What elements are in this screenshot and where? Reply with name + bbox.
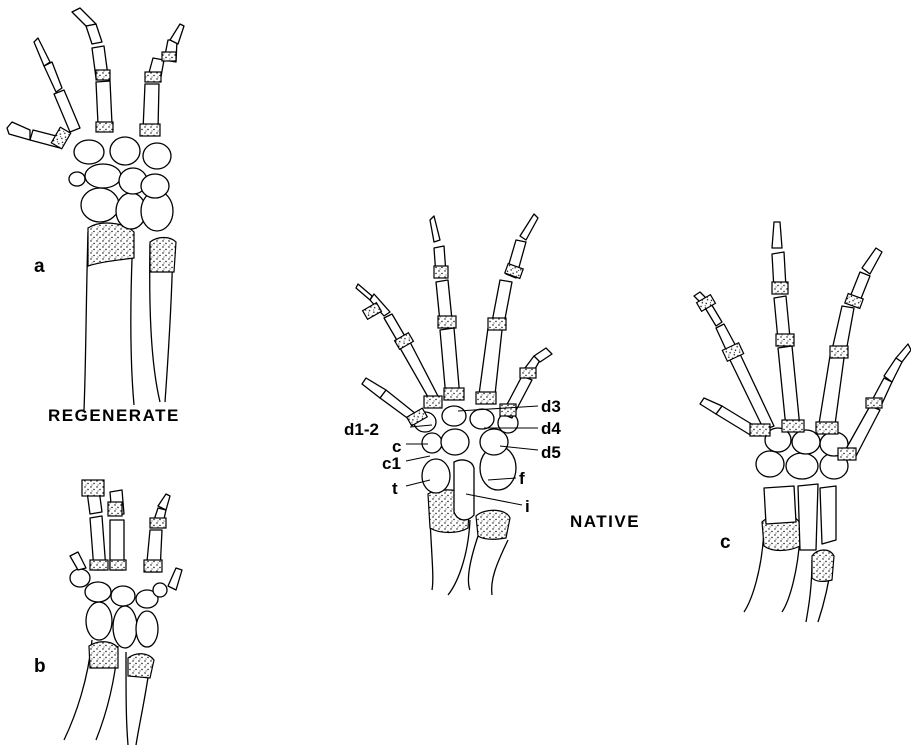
regenerate-label: REGENERATE <box>48 406 180 425</box>
bone-label-c1: c1 <box>382 454 401 473</box>
bone-label-d4: d4 <box>541 419 561 438</box>
bone-label-t: t <box>392 479 398 498</box>
panel-label-a: a <box>34 256 45 277</box>
panel-label-b: b <box>34 656 46 677</box>
native-label: NATIVE <box>570 512 640 531</box>
limb-c <box>694 222 911 622</box>
bone-label-i: i <box>525 497 530 516</box>
bone-label-d5: d5 <box>541 443 561 462</box>
limb-native <box>356 214 552 595</box>
panel-label-c: c <box>720 532 731 553</box>
bone-label-d3: d3 <box>541 397 561 416</box>
limb-a <box>7 8 184 410</box>
limb-b <box>64 480 182 745</box>
bone-label-f: f <box>519 469 525 488</box>
bone-label-d1-2: d1-2 <box>344 420 379 439</box>
